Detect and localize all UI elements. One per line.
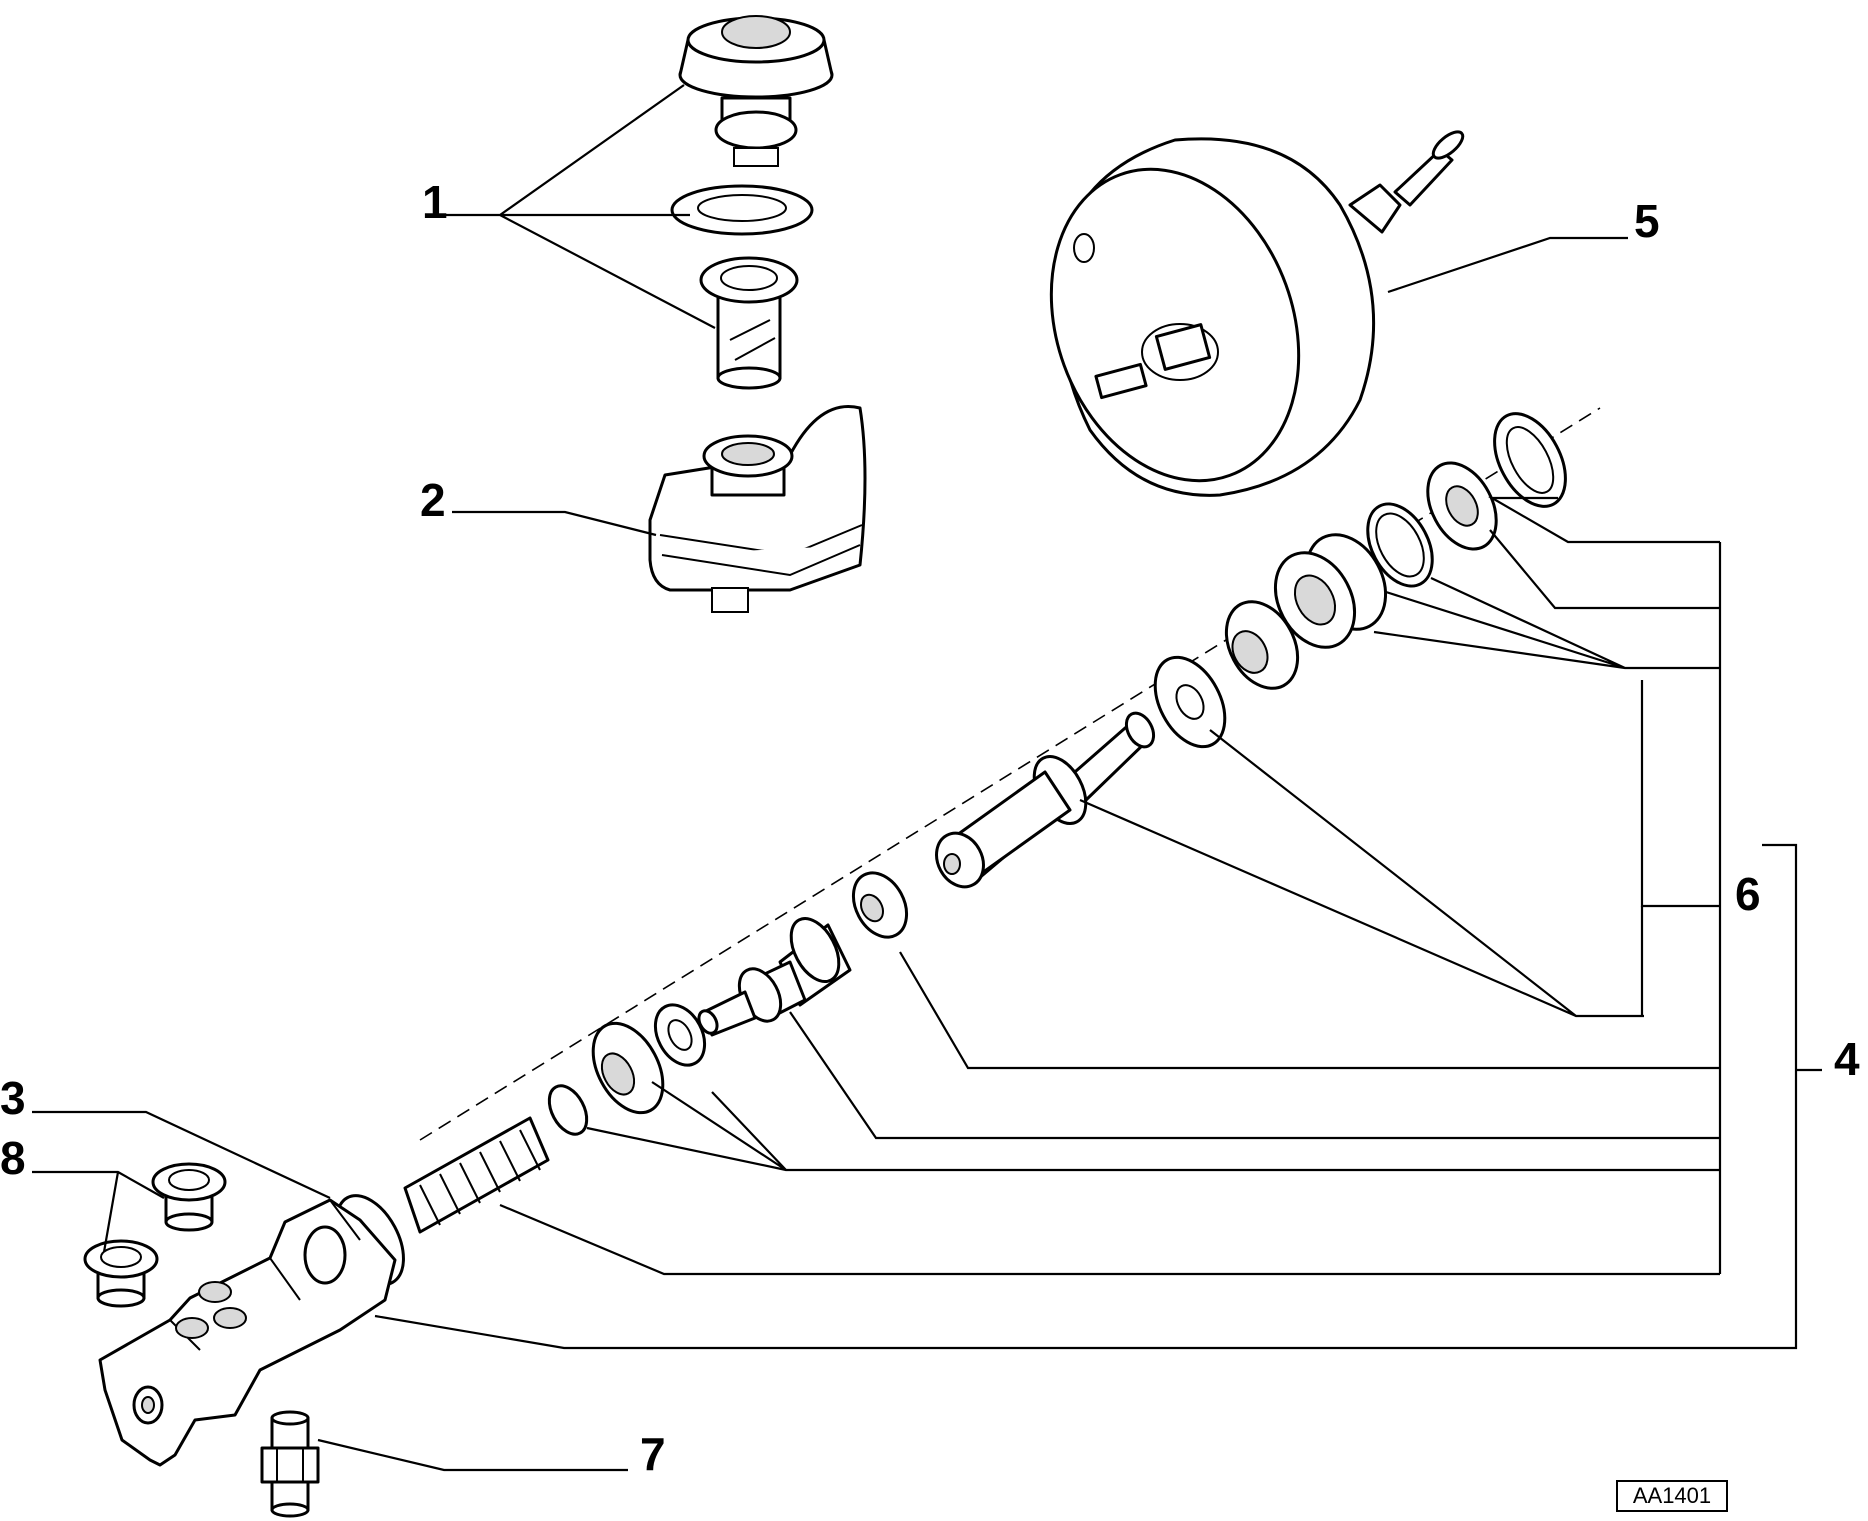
spacer-washer [1153,655,1227,749]
callout-5: 5 [1634,195,1660,247]
reservoir-cap [678,15,834,167]
grommet-upper [151,1162,227,1232]
callout-3: 3 [0,1072,26,1124]
pipe-union [260,1410,320,1518]
intermediate-seal [851,871,909,939]
leader-lines [32,84,1822,1472]
callout-4: 4 [1834,1033,1860,1085]
callout-7: 7 [640,1428,666,1480]
grommet-lower [83,1239,159,1308]
return-spring [403,1116,550,1234]
fluid-reservoir [648,405,867,613]
rear-cup-seal [1224,600,1300,690]
callout-2: 2 [420,474,446,526]
rear-guide-bush [1273,533,1388,649]
callout-1: 1 [422,176,448,228]
secondary-piston [697,917,852,1037]
reservoir-filter [699,256,799,390]
callout-6: 6 [1735,868,1761,920]
reservoir-cap-assembly [670,15,834,390]
assembly-axis [419,407,1601,1141]
o-ring [1366,502,1434,588]
master-cylinder-body [98,1194,405,1467]
front-cup-seal [591,1021,665,1115]
reservoir-grommets [83,1162,227,1308]
reference-code: AA1401 [1616,1480,1728,1512]
circlip [1493,412,1567,508]
retaining-washer [1426,461,1498,551]
spacer-ring [653,1003,707,1067]
brake-servo-booster [1049,130,1465,497]
spring-retainer [547,1084,589,1136]
callout-8: 8 [0,1132,26,1184]
primary-piston [935,711,1156,889]
seal-ring [670,184,814,236]
